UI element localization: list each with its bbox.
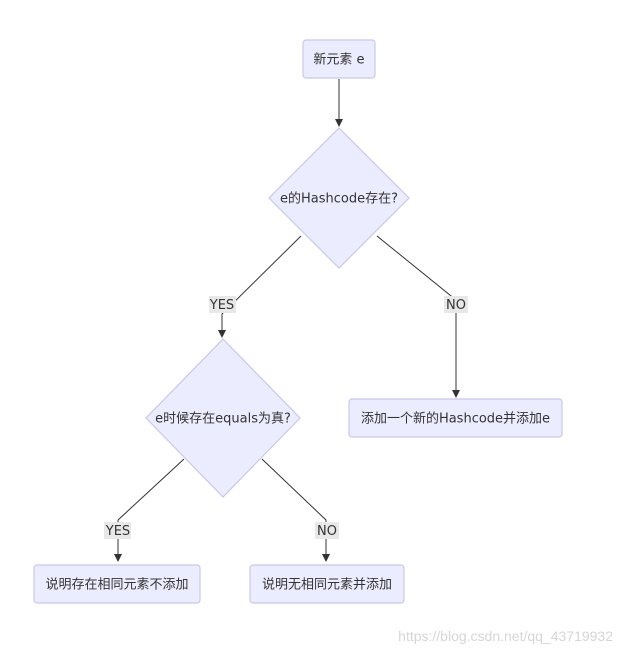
edge-hash-yes bbox=[218, 235, 302, 338]
edge-label-equals-no: NO bbox=[315, 522, 339, 539]
edge-hash-no bbox=[376, 235, 460, 398]
edge-label-equals-yes: YES bbox=[104, 522, 131, 539]
node-hash-check[interactable]: e的Hashcode存在? bbox=[268, 127, 410, 269]
node-no-same-add-label: 说明无相同元素并添加 bbox=[262, 578, 392, 593]
node-equals-check-label: e时候存在equals为真? bbox=[155, 412, 291, 427]
node-equals-check[interactable]: e时候存在equals为真? bbox=[145, 338, 301, 498]
node-start[interactable]: 新元素 e bbox=[302, 39, 376, 79]
edge-equals-no bbox=[261, 458, 330, 562]
node-exists-no-add-label: 说明存在相同元素不添加 bbox=[45, 578, 188, 593]
edge-equals-yes bbox=[114, 458, 185, 562]
edges bbox=[114, 79, 460, 562]
node-add-new-hash[interactable]: 添加一个新的Hashcode并添加e bbox=[348, 398, 563, 438]
node-hash-check-label: e的Hashcode存在? bbox=[280, 191, 398, 207]
node-exists-no-add[interactable]: 说明存在相同元素不添加 bbox=[33, 564, 201, 604]
edge-label-hash-no-text: NO bbox=[446, 298, 466, 313]
edge-label-hash-yes: YES bbox=[209, 296, 236, 313]
node-start-label: 新元素 e bbox=[313, 52, 364, 68]
edge-label-equals-no-text: NO bbox=[317, 524, 337, 539]
node-no-same-add[interactable]: 说明无相同元素并添加 bbox=[249, 564, 405, 604]
edge-label-equals-yes-text: YES bbox=[105, 524, 130, 539]
edge-label-hash-yes-text: YES bbox=[209, 298, 234, 313]
node-add-new-hash-label: 添加一个新的Hashcode并添加e bbox=[361, 411, 550, 427]
watermark: https://blog.csdn.net/qq_43719932 bbox=[398, 628, 613, 644]
edge-label-hash-no: NO bbox=[444, 296, 468, 313]
